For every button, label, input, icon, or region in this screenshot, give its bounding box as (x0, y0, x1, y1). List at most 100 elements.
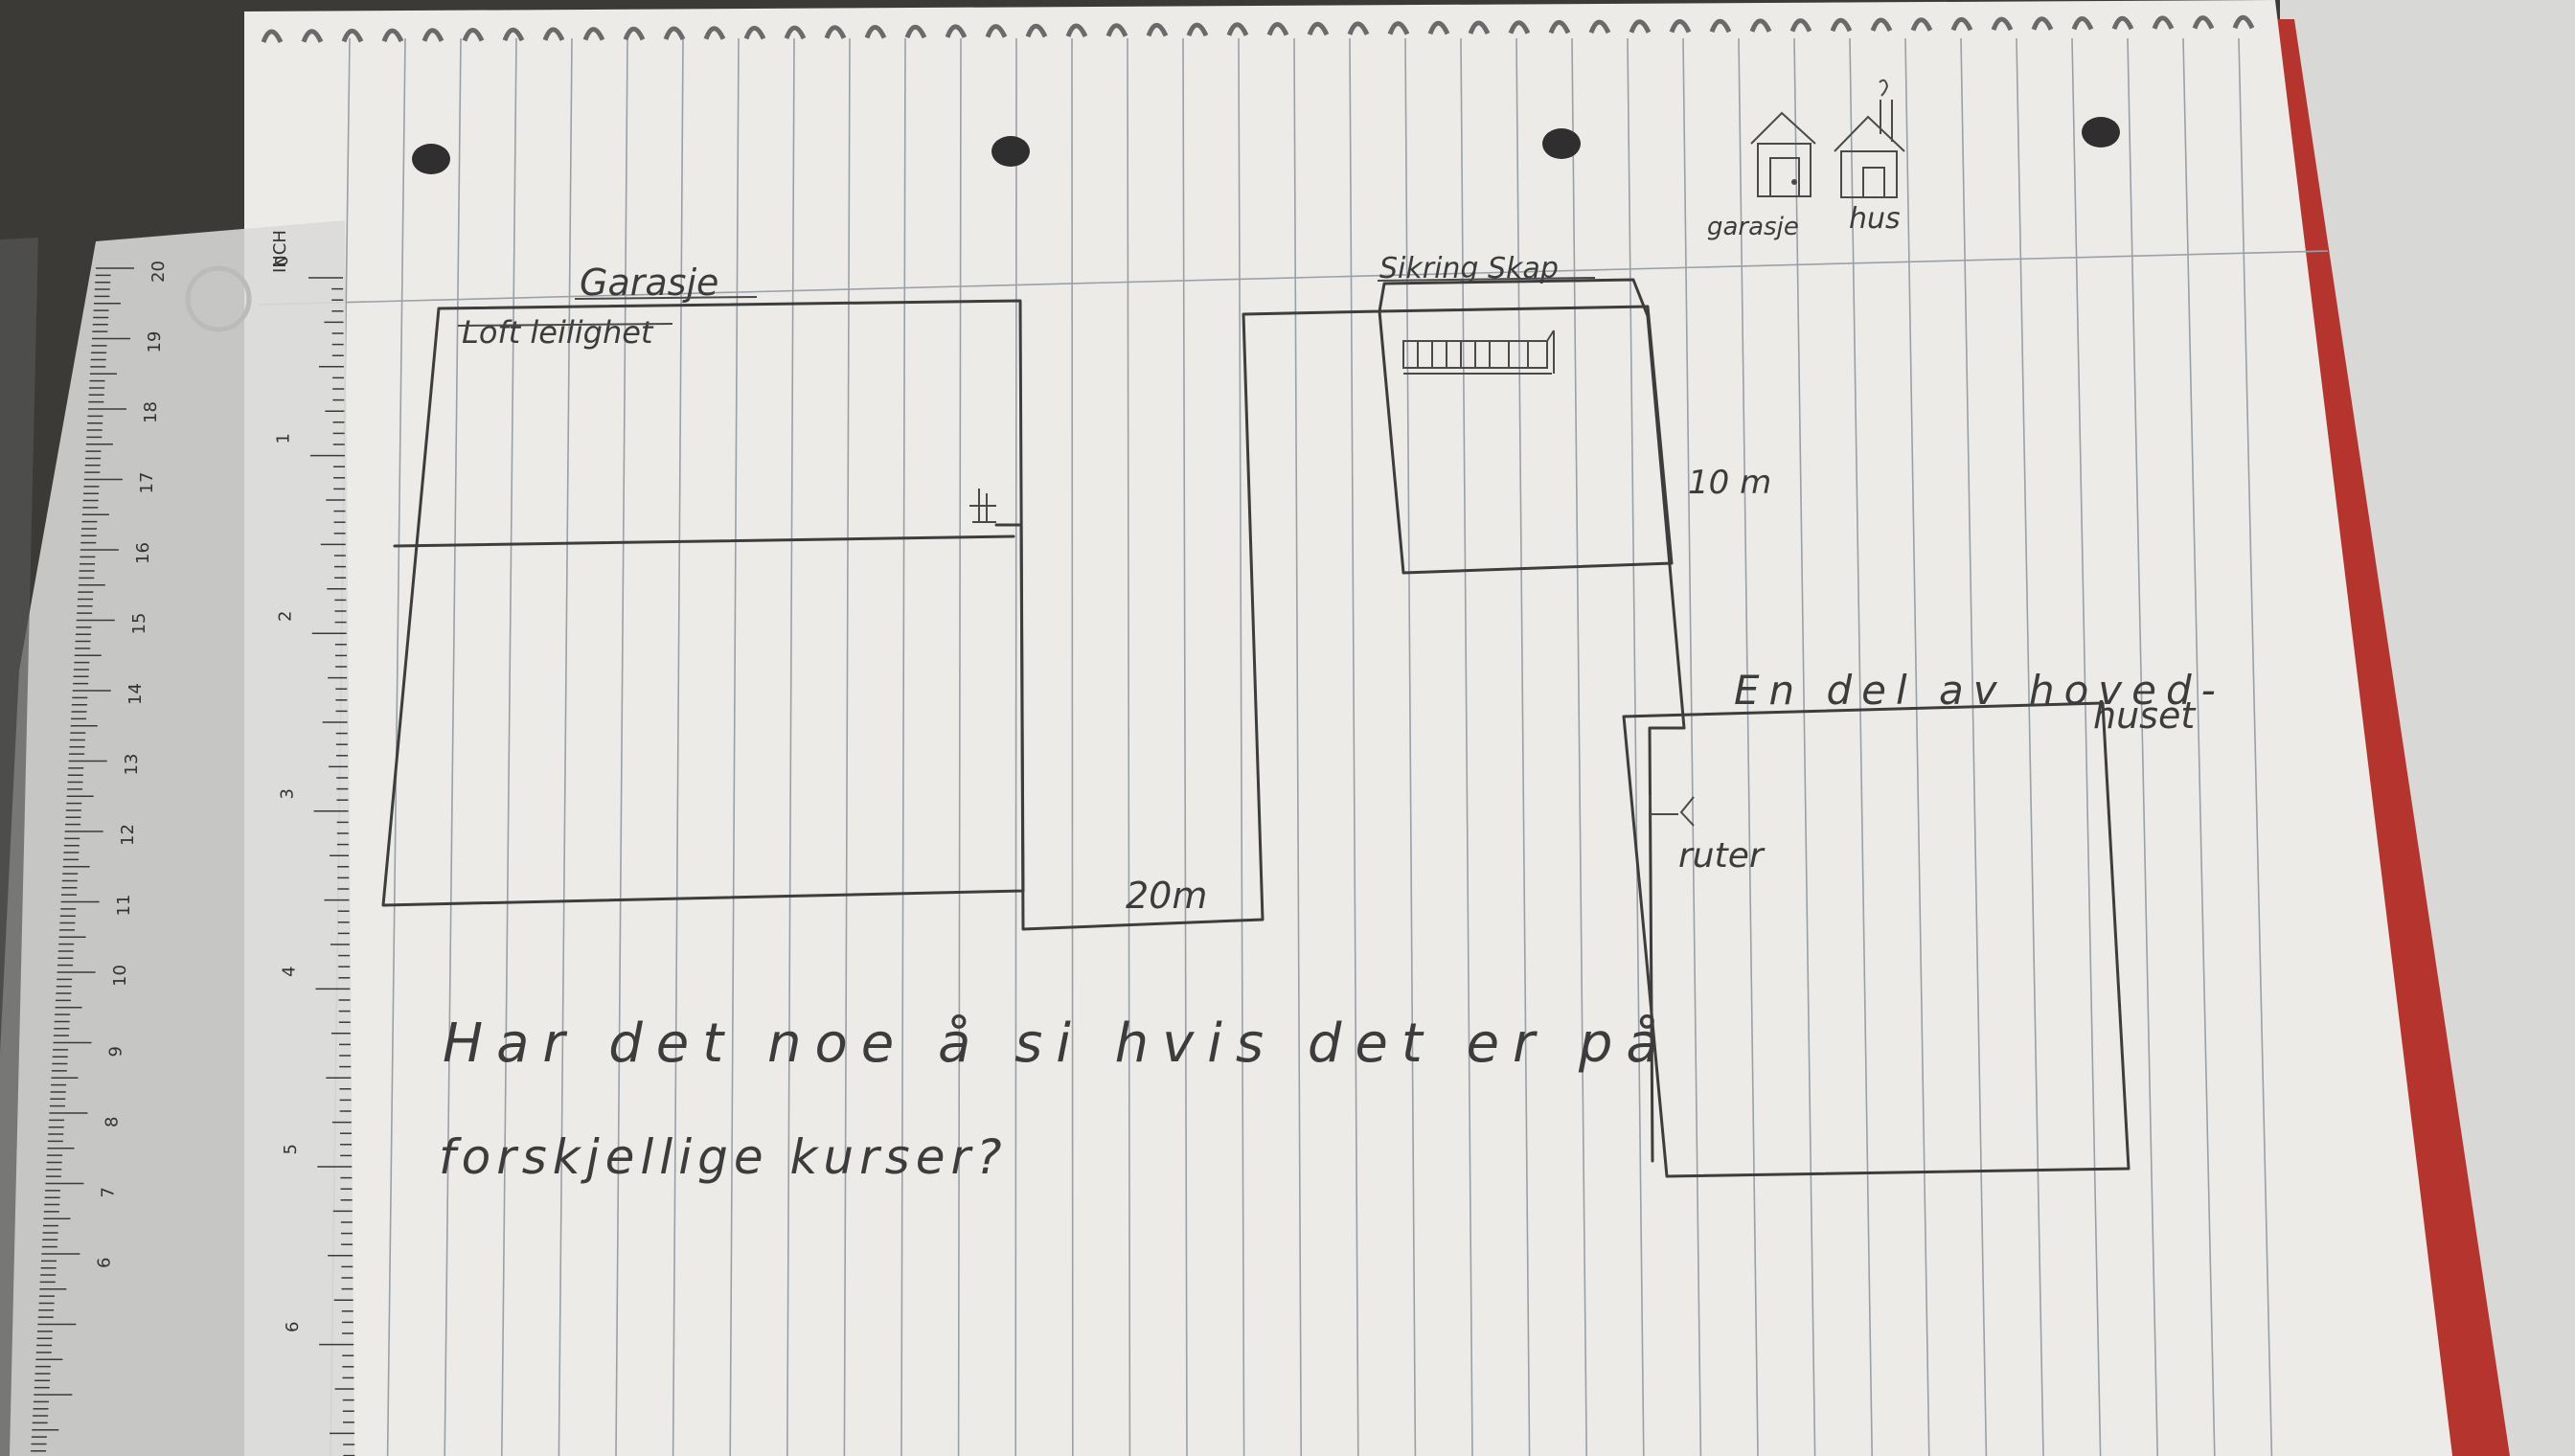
ruler-inch-label: 6 (283, 1322, 303, 1332)
question-note: Har det noe å si hvis det er på forskjel… (439, 1012, 1659, 1185)
rule-line (957, 37, 962, 1456)
spiral-loop (261, 29, 284, 44)
rule-line (1460, 37, 1473, 1456)
spiral-loop (1588, 19, 1611, 34)
rule-line (900, 37, 906, 1456)
rule-line (1571, 37, 1587, 1456)
spiral-loop (2071, 16, 2094, 31)
rule-line (786, 37, 795, 1456)
spiral-loop (1025, 23, 1048, 38)
ruler-cm-label: 9 (106, 1046, 126, 1057)
rule-line (1627, 37, 1645, 1456)
fuse-room-outline (1378, 305, 1674, 575)
spiral-loop (1266, 22, 1289, 36)
spiral-loop (1065, 23, 1088, 38)
rule-line (2016, 37, 2044, 1456)
spiral-loop (2152, 15, 2175, 30)
spiral-loop (864, 25, 887, 39)
garage-outlet-symbol (969, 489, 996, 523)
rule-line (2182, 37, 2216, 1456)
fuse-box-plan: Sikring Skap (1377, 252, 1674, 575)
router-label: ruter (1678, 836, 1766, 876)
spiral-loop (1226, 22, 1249, 36)
main-house-label-line1: En del av hoved- (1734, 667, 2225, 714)
spiral-loop (1508, 20, 1531, 34)
spiral-loop (1709, 18, 1732, 34)
rule-line (1071, 37, 1074, 1456)
loft-divider (393, 535, 1015, 548)
paper-rule-lines (330, 37, 2273, 1456)
rule-line (1349, 37, 1359, 1456)
spiral-loop (341, 29, 364, 43)
notebook-page (244, 0, 2452, 1456)
distance-20m-label: 20m (1126, 875, 1207, 917)
legend-garage-label: garasje (1707, 213, 1799, 241)
rule-line (444, 37, 462, 1456)
ruler-cm-label: 11 (114, 895, 134, 917)
spiral-loop (743, 26, 766, 40)
garage-title: Garasje (580, 262, 718, 304)
ruler-cm-label: 6 (95, 1258, 115, 1268)
spiral-loop (2192, 15, 2215, 30)
ruler-inch-label: 0 (272, 256, 292, 266)
ruler-inch-unit: INCH (270, 230, 290, 273)
notebook-red-edge (2261, 19, 2510, 1456)
garage-icon (1750, 111, 1816, 197)
spiral-loop (1427, 20, 1450, 35)
loft-label: Loft leilighet (462, 314, 654, 351)
ruler-cm-label: 17 (137, 472, 157, 494)
rule-line (1904, 37, 1930, 1456)
spiral-loop (381, 28, 404, 43)
ruler-inch-label: 2 (276, 611, 296, 622)
ruler-cm-label: 19 (145, 331, 165, 353)
spiral-loop (1950, 17, 1973, 32)
rule-line (2127, 37, 2158, 1456)
rule-line (1182, 37, 1188, 1456)
spiral-loop (945, 24, 968, 38)
spiral-loop (502, 27, 525, 42)
rule-line (1515, 37, 1531, 1456)
rule-line (1793, 37, 1816, 1456)
ruler-cm-label: 14 (125, 683, 146, 705)
spiral-loop (904, 24, 927, 39)
distance-10m-label: 10 m (1688, 464, 1771, 502)
spiral-loop (1789, 18, 1812, 33)
spiral-loop (1548, 20, 1571, 34)
legend: garasje hus (1707, 79, 1905, 241)
rule-line (1682, 37, 1702, 1456)
question-line-2: forskjellige kurser? (439, 1129, 1008, 1185)
rule-line (672, 37, 684, 1456)
rule-line (2238, 37, 2273, 1456)
rule-line (1127, 37, 1131, 1456)
rule-line (2071, 37, 2102, 1456)
spiral-loop (1629, 19, 1652, 34)
ruler-cm-label: 15 (129, 613, 149, 635)
rule-line (1238, 37, 1245, 1456)
ruler-cm-label: 20 (148, 261, 169, 283)
spiral-loop (2031, 16, 2054, 31)
spiral-loop (1468, 20, 1491, 35)
ruler-inch-label: 4 (279, 967, 299, 977)
cable-line (994, 278, 1686, 1163)
rule-line (615, 37, 628, 1456)
spiral-loop (824, 25, 847, 39)
spiral-loop (542, 27, 565, 41)
ruler-cm-label: 8 (103, 1117, 123, 1127)
ruler-inch-label: 5 (281, 1144, 301, 1154)
spiral-binding (261, 14, 2255, 44)
spiral-loop (985, 24, 1008, 38)
rule-line (558, 37, 573, 1456)
ruler-cm-label: 10 (110, 965, 130, 987)
spiral-loop (1146, 23, 1169, 37)
spiral-loop (1669, 19, 1692, 34)
ruler-cm-label: 16 (133, 542, 153, 564)
main-house-plan: En del av hoved- huset ruter (1622, 667, 2225, 1178)
punched-holes (412, 117, 2120, 174)
legend-house-label: hus (1849, 202, 1901, 236)
spiral-loop (301, 29, 324, 43)
ruler-cm-label: 12 (118, 824, 138, 846)
cable-route: 20m 10 m (994, 278, 1771, 1163)
spiral-loop (1870, 17, 1893, 33)
ruler-hole (185, 265, 252, 332)
